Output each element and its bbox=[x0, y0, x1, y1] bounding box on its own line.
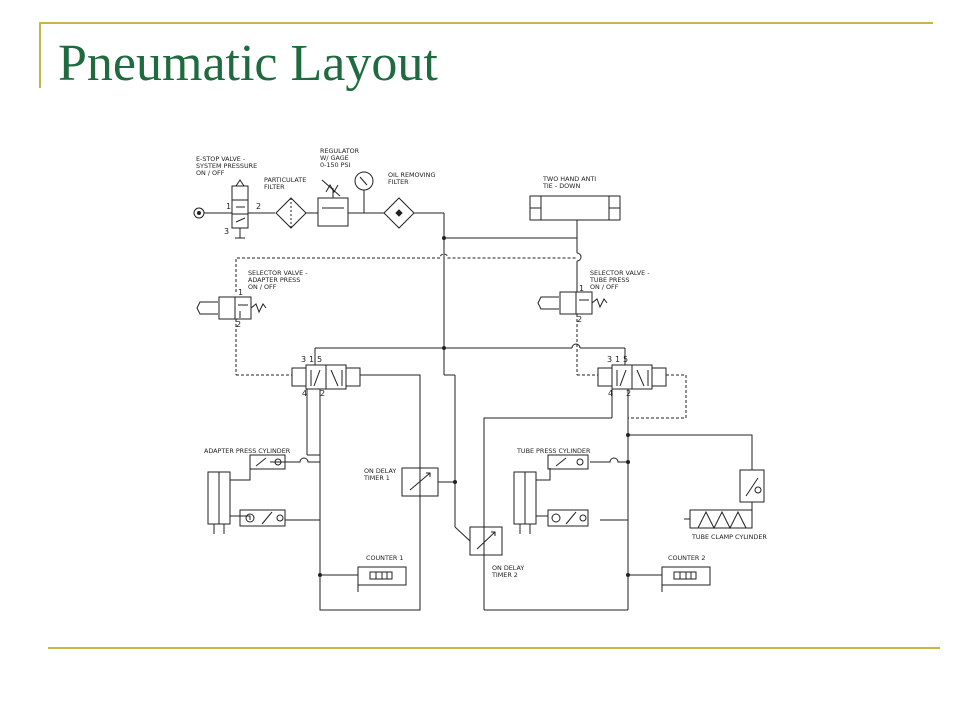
frame-top-rule bbox=[40, 22, 933, 24]
oil-removing-filter-symbol bbox=[383, 197, 444, 229]
adapter-valve-port-4: 4 bbox=[302, 389, 307, 398]
selector-valve-tube-symbol bbox=[537, 291, 608, 375]
frame-bottom-rule bbox=[48, 647, 940, 649]
diagram-labels: E-STOP VALVE - SYSTEM PRESSURE ON / OFF … bbox=[196, 147, 767, 579]
tube-press-cylinder-symbol bbox=[513, 454, 589, 534]
estop-port-1: 1 bbox=[226, 202, 231, 211]
two-hand-label-1: TWO HAND ANTI bbox=[542, 175, 596, 183]
adapter-press-cylinder-symbol bbox=[207, 454, 286, 534]
tube-clamp-cylinder-label: TUBE CLAMP CYLINDER bbox=[691, 533, 767, 541]
frame-left-rule bbox=[39, 22, 41, 88]
timer-2-label-1: ON DELAY bbox=[492, 564, 524, 572]
selector-adapter-label-3: ON / OFF bbox=[248, 283, 277, 291]
oil-filter-label-1: OIL REMOVING bbox=[388, 171, 435, 179]
estop-label-1: E-STOP VALVE - bbox=[196, 155, 245, 163]
pneumatic-schematic: E-STOP VALVE - SYSTEM PRESSURE ON / OFF … bbox=[193, 147, 767, 611]
air-supply-inlet bbox=[193, 207, 232, 219]
adapter-valve-port-2: 2 bbox=[320, 389, 325, 398]
timer-1-label-2: TIMER 1 bbox=[363, 474, 390, 482]
counter-1-symbol bbox=[320, 566, 407, 592]
estop-port-2: 2 bbox=[256, 202, 261, 211]
selector-tube-label-2: TUBE PRESS bbox=[589, 276, 629, 284]
estop-label-3: ON / OFF bbox=[196, 169, 225, 177]
particulate-filter-label-1: PARTICULATE bbox=[264, 176, 306, 184]
page-title: Pneumatic Layout bbox=[58, 35, 438, 92]
particulate-filter-label-2: FILTER bbox=[264, 183, 285, 191]
estop-port-3: 3 bbox=[224, 227, 229, 236]
tube-valve-port-1: 1 bbox=[615, 355, 620, 364]
regulator-symbol bbox=[317, 179, 384, 227]
tube-valve-port-5: 5 bbox=[623, 355, 628, 364]
counter-2-label: COUNTER 2 bbox=[668, 554, 705, 562]
selector-tube-port-2: 2 bbox=[577, 315, 582, 324]
regulator-label-1: REGULATOR bbox=[320, 147, 360, 155]
tube-valve-port-3: 3 bbox=[607, 355, 612, 364]
main-valve-tube-symbol bbox=[577, 364, 687, 419]
selector-adapter-port-2: 2 bbox=[236, 320, 241, 329]
timer-1-symbol bbox=[401, 467, 455, 497]
adapter-valve-port-5: 5 bbox=[317, 355, 322, 364]
tube-valve-port-2: 2 bbox=[626, 389, 631, 398]
two-hand-anti-tie-down-symbol bbox=[529, 195, 621, 221]
selector-adapter-port-1: 1 bbox=[238, 288, 243, 297]
counter-2-symbol bbox=[628, 566, 711, 592]
estop-valve-symbol bbox=[231, 179, 275, 239]
selector-adapter-label-1: SELECTOR VALVE - bbox=[248, 269, 308, 277]
regulator-label-3: 0-150 PSI bbox=[320, 161, 351, 169]
selector-valve-adapter-symbol bbox=[196, 296, 267, 375]
adapter-press-cylinder-label: ADAPTER PRESS CYLINDER bbox=[204, 447, 291, 455]
two-hand-label-2: TIE - DOWN bbox=[542, 182, 580, 190]
particulate-filter-symbol bbox=[275, 197, 318, 229]
timer-2-symbol bbox=[454, 490, 503, 556]
adapter-valve-port-3: 3 bbox=[301, 355, 306, 364]
selector-tube-label-3: ON / OFF bbox=[590, 283, 619, 291]
timer-1-label-1: ON DELAY bbox=[364, 467, 396, 475]
selector-adapter-label-2: ADAPTER PRESS bbox=[248, 276, 300, 284]
selector-tube-port-1: 1 bbox=[579, 284, 584, 293]
tube-clamp-cylinder-symbol bbox=[684, 469, 765, 530]
junction-dots bbox=[318, 236, 630, 577]
timer-2-label-2: TIMER 2 bbox=[491, 571, 518, 579]
estop-label-2: SYSTEM PRESSURE bbox=[196, 162, 257, 170]
tube-valve-port-4: 4 bbox=[608, 389, 613, 398]
tube-press-cylinder-label: TUBE PRESS CYLINDER bbox=[516, 447, 591, 455]
regulator-label-2: W/ GAGE bbox=[320, 154, 349, 162]
selector-tube-label-1: SELECTOR VALVE - bbox=[590, 269, 650, 277]
oil-filter-label-2: FILTER bbox=[388, 178, 409, 186]
counter-1-label: COUNTER 1 bbox=[366, 554, 403, 562]
adapter-valve-port-1: 1 bbox=[309, 355, 314, 364]
pressure-gage-icon bbox=[354, 171, 374, 213]
